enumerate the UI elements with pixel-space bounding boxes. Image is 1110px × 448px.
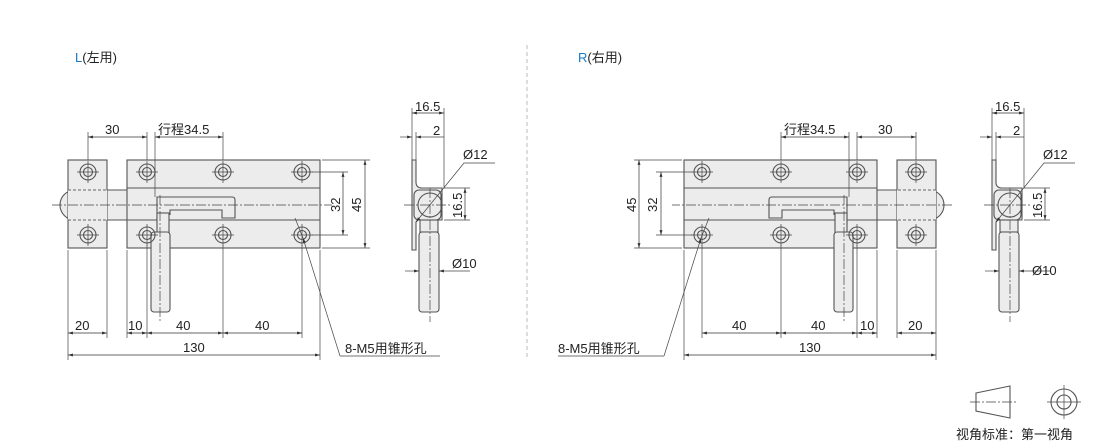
side-dim-16-5: 16.5 bbox=[995, 99, 1020, 114]
dim-40a: 40 bbox=[176, 318, 190, 333]
side-dia-12: Ø12 bbox=[463, 147, 488, 162]
side-dia-10: Ø10 bbox=[452, 256, 477, 271]
left-front-view bbox=[52, 132, 370, 360]
right-front-view bbox=[634, 132, 952, 360]
left-title: L(左用) bbox=[75, 50, 117, 65]
dim-32: 32 bbox=[645, 198, 660, 212]
dim-40a: 40 bbox=[811, 318, 825, 333]
hole-note: 8-M5用锥形孔 bbox=[558, 341, 640, 356]
dim-45: 45 bbox=[624, 198, 639, 212]
dim-40b: 40 bbox=[255, 318, 269, 333]
left-hand-drawing: L(左用) 30 行程34.5 20 10 40 40 130 32 45 8-… bbox=[52, 50, 495, 360]
dim-10: 10 bbox=[860, 318, 874, 333]
side-dim-2: 2 bbox=[433, 123, 440, 138]
side-dim-16-5-v: 16.5 bbox=[450, 193, 465, 218]
dim-32: 32 bbox=[328, 198, 343, 212]
side-dim-2: 2 bbox=[1013, 123, 1020, 138]
dim-30: 30 bbox=[878, 122, 892, 137]
dim-130: 130 bbox=[799, 340, 821, 355]
dim-20: 20 bbox=[908, 318, 922, 333]
dim-10: 10 bbox=[128, 318, 142, 333]
side-dia-10: Ø10 bbox=[1032, 263, 1057, 278]
hole-note: 8-M5用锥形孔 bbox=[345, 341, 427, 356]
side-dia-12: Ø12 bbox=[1043, 147, 1068, 162]
dim-20: 20 bbox=[75, 318, 89, 333]
stroke-label: 行程34.5 bbox=[158, 122, 209, 137]
side-dim-16-5-v: 16.5 bbox=[1030, 193, 1045, 218]
dim-30: 30 bbox=[105, 122, 119, 137]
stroke-label: 行程34.5 bbox=[784, 122, 835, 137]
projection-symbol: 视角标准：第一视角 bbox=[956, 385, 1081, 442]
dim-130: 130 bbox=[183, 340, 205, 355]
concentric-circles-icon bbox=[1047, 385, 1081, 419]
side-dim-16-5: 16.5 bbox=[415, 99, 440, 114]
right-title: R(右用) bbox=[578, 50, 622, 65]
right-hand-drawing: R(右用) 30 行程34.5 20 10 40 40 130 32 45 8-… bbox=[558, 50, 1075, 360]
projection-label: 视角标准：第一视角 bbox=[956, 427, 1073, 442]
dim-40b: 40 bbox=[732, 318, 746, 333]
dim-45: 45 bbox=[349, 198, 364, 212]
truncated-cone-icon bbox=[975, 385, 1011, 419]
left-side-view bbox=[400, 108, 495, 322]
right-side-view bbox=[980, 108, 1075, 322]
